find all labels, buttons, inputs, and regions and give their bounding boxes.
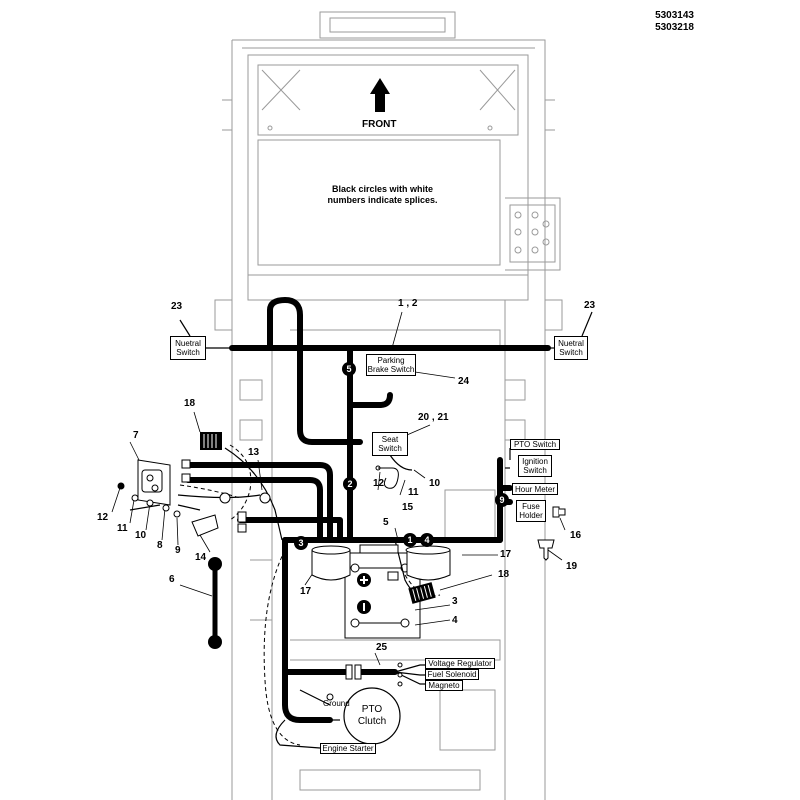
- callout-10-mid: 10: [429, 478, 441, 489]
- splice-3: 3: [294, 536, 308, 550]
- splice-note: Black circles with white numbers indicat…: [327, 184, 438, 205]
- ground-label: Ground: [323, 699, 350, 708]
- engine-starter-box: Engine Starter: [320, 743, 376, 754]
- callout-25: 25: [376, 642, 388, 653]
- front-arrow: [370, 78, 390, 112]
- battery-hold-downs: [311, 545, 451, 581]
- splice-2: 2: [343, 477, 357, 491]
- callout-11-left: 11: [117, 523, 128, 534]
- callout-24: 24: [458, 376, 470, 387]
- parking-brake-switch-box: Parking Brake Switch: [366, 354, 416, 376]
- callout-12-left: 12: [97, 512, 109, 523]
- callout-1-2: 1 , 2: [398, 298, 418, 309]
- battery-negative-icon: [357, 600, 371, 614]
- callout-23-right: 23: [584, 300, 596, 311]
- callout-leaders: [111, 311, 566, 666]
- callout-7: 7: [133, 430, 139, 441]
- diode-coil: [375, 465, 399, 489]
- callout-16: 16: [570, 530, 582, 541]
- callout-17-left: 17: [300, 586, 312, 597]
- callout-11-mid: 11: [408, 487, 419, 498]
- part-numbers: 5303143 5303218: [655, 10, 694, 33]
- callout-10-left: 10: [135, 530, 147, 541]
- callout-6: 6: [169, 574, 175, 585]
- callout-12-mid: 12: [373, 478, 385, 489]
- connectors: [181, 459, 403, 687]
- pto-clutch-label: PTO Clutch: [357, 704, 387, 727]
- mower-frame: [214, 11, 563, 800]
- callout-5: 5: [383, 517, 389, 528]
- callout-14: 14: [195, 552, 207, 563]
- hardware: [117, 482, 219, 537]
- nuetral-switch-right-box: Nuetral Switch: [554, 336, 588, 360]
- callout-4: 4: [452, 615, 458, 626]
- battery-positive-icon: [357, 573, 371, 587]
- magneto-box: Magneto: [425, 680, 463, 691]
- fastener-19: [537, 539, 555, 561]
- callout-15: 15: [402, 502, 414, 513]
- voltage-regulator-box: Voltage Regulator: [425, 658, 495, 669]
- ground-strap: [208, 557, 222, 649]
- fuse: [552, 506, 566, 518]
- seat-switch-box: Seat Switch: [372, 432, 408, 456]
- ground-ring-terminal: [326, 693, 334, 701]
- main-harness: [185, 297, 551, 723]
- callout-3: 3: [452, 596, 458, 607]
- front-label: FRONT: [362, 119, 397, 130]
- callout-8: 8: [157, 540, 163, 551]
- splice-4: 4: [420, 533, 434, 547]
- ignition-switch-box: Ignition Switch: [518, 455, 552, 477]
- callout-9: 9: [175, 545, 181, 556]
- callout-18-top: 18: [184, 398, 196, 409]
- starter-solenoid: [137, 459, 171, 506]
- callout-19: 19: [566, 561, 578, 572]
- frame-holes: [267, 125, 550, 254]
- callout-18-bottom: 18: [498, 569, 510, 580]
- fuel-solenoid-box: Fuel Solenoid: [425, 669, 479, 680]
- connector-18-top: [200, 432, 222, 450]
- splice-1: 1: [403, 533, 417, 547]
- nuetral-switch-left-box: Nuetral Switch: [170, 336, 206, 360]
- callout-20-21: 20 , 21: [418, 412, 449, 423]
- fuse-holder-box: Fuse Holder: [516, 500, 546, 522]
- callout-13: 13: [248, 447, 260, 458]
- connector-18-bottom: [408, 582, 436, 604]
- callout-17-right: 17: [500, 549, 512, 560]
- hour-meter-box: Hour Meter: [512, 483, 558, 495]
- callout-23-left: 23: [171, 301, 183, 312]
- pto-switch-box: PTO Switch: [510, 439, 560, 450]
- splice-9: 9: [495, 493, 509, 507]
- splice-5: 5: [342, 362, 356, 376]
